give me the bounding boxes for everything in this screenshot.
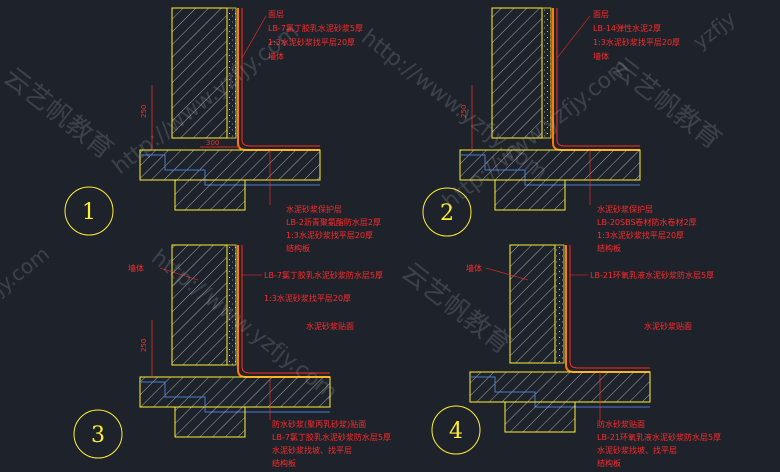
wall-finish-1 bbox=[226, 7, 237, 139]
membrane-2b bbox=[556, 8, 640, 147]
bottom-label-2-3: 结构板 bbox=[597, 243, 621, 253]
detail-3: 250 3 墙体 LB-7氯丁胶乳水泥砂浆防水层5厚 1:3水泥砂浆找平层20厚… bbox=[73, 244, 391, 468]
top-label-1-0: 面层 bbox=[268, 10, 284, 19]
leader-wall-4 bbox=[485, 267, 529, 281]
top-label-1-2: 1:3水泥砂浆找平层20厚 bbox=[268, 37, 355, 47]
bottom-label-3-3: 结构板 bbox=[272, 458, 296, 468]
membrane-4b bbox=[569, 245, 650, 369]
detail-4: 4 墙体 LB-21环氧乳液水泥砂浆防水层5厚 水泥砂浆贴面 防水砂浆贴面 LB… bbox=[431, 244, 721, 468]
leader-top-1 bbox=[241, 15, 267, 59]
detail-number-circle-2 bbox=[422, 187, 472, 237]
leader-wall-3 bbox=[159, 267, 199, 281]
membrane-1b bbox=[241, 8, 320, 147]
bottom-label-1-2: 1:3水泥砂浆找平层20厚 bbox=[286, 230, 373, 240]
bottom-label-1-1: LB-2沥青聚氨酯防水层2厚 bbox=[286, 217, 381, 227]
bottom-label-2-1: LB-20SBS卷材防水卷材2厚 bbox=[597, 217, 697, 227]
top-label-2-3: 墙体 bbox=[593, 51, 609, 61]
bottom-label-3-1: LB-7氯丁胶乳水泥砂浆防水层5厚 bbox=[272, 432, 391, 442]
bottom-label-4-2: 水泥砂浆找坡、找平层 bbox=[597, 445, 677, 455]
bottom-label-4-1: LB-21环氧乳液水泥砂浆防水层5厚 bbox=[597, 432, 721, 442]
structure-2 bbox=[494, 179, 566, 211]
bottom-label-1-3: 结构板 bbox=[286, 243, 310, 253]
detail-1: 250 300 1 面层 LB-7氯丁胶乳水泥砂浆5厚 1:3水泥砂浆找平层20… bbox=[64, 7, 381, 253]
detail-number-circle-4 bbox=[431, 405, 481, 455]
detail-number-circle-3 bbox=[73, 409, 123, 459]
slab-4 bbox=[469, 371, 651, 403]
bottom-label-2-2: 1:3水泥砂浆找平层20厚 bbox=[597, 230, 684, 240]
wall-finish-4 bbox=[554, 244, 565, 364]
top-label-4-0: 墙体 bbox=[466, 263, 482, 273]
bottom-label-4-3: 结构板 bbox=[597, 458, 621, 468]
structure-4 bbox=[504, 401, 576, 433]
membrane-3b bbox=[241, 245, 330, 374]
dim-vertical-2: 250 bbox=[460, 105, 468, 118]
leader-top-2 bbox=[556, 15, 591, 59]
top-label-2-1: LB-14弹性水泥2厚 bbox=[593, 23, 661, 33]
bottom-label-3-0: 防水砂浆(聚丙乳砂浆)贴面 bbox=[272, 419, 366, 429]
detail-number-4: 4 bbox=[449, 419, 463, 444]
detail-number-circle-1 bbox=[64, 186, 114, 236]
wall-2 bbox=[491, 7, 543, 139]
slab-3 bbox=[139, 376, 331, 408]
structure-3 bbox=[174, 406, 246, 438]
bottom-label-2-0: 水泥砂浆保护层 bbox=[597, 204, 653, 214]
dim-vertical-1: 250 bbox=[140, 105, 148, 118]
top-label-2-0: 面层 bbox=[593, 10, 609, 19]
structure-1 bbox=[174, 179, 246, 211]
top-label-3-3: 水泥砂浆贴面 bbox=[306, 321, 354, 331]
bottom-label-4-0: 防水砂浆贴面 bbox=[597, 419, 645, 429]
slab-1 bbox=[139, 149, 321, 181]
top-label-4-1: LB-21环氧乳液水泥砂浆防水层5厚 bbox=[590, 270, 714, 280]
wall-finish-2 bbox=[541, 7, 552, 139]
top-label-3-1: LB-7氯丁胶乳水泥砂浆防水层5厚 bbox=[264, 270, 383, 280]
bottom-label-1-0: 水泥砂浆保护层 bbox=[286, 204, 342, 214]
top-label-3-2: 1:3水泥砂浆找平层20厚 bbox=[264, 293, 351, 303]
detail-2: 250 2 面层 LB-14弹性水泥2厚 1:3水泥砂浆找平层20厚 墙体 水泥… bbox=[422, 7, 697, 253]
top-label-4-2: 水泥砂浆贴面 bbox=[644, 321, 692, 331]
detail-number-1: 1 bbox=[82, 200, 96, 225]
top-label-1-3: 墙体 bbox=[268, 51, 284, 61]
top-label-2-2: 1:3水泥砂浆找平层20厚 bbox=[593, 37, 680, 47]
top-label-1-1: LB-7氯丁胶乳水泥砂浆5厚 bbox=[268, 23, 363, 33]
top-label-3-0: 墙体 bbox=[128, 263, 144, 273]
wall-4 bbox=[509, 244, 556, 364]
dim-vertical-3: 250 bbox=[140, 339, 148, 352]
detail-number-2: 2 bbox=[440, 201, 454, 226]
wall-3 bbox=[171, 244, 228, 366]
wall-finish-3 bbox=[226, 244, 237, 366]
dim-horizontal-1: 300 bbox=[206, 139, 219, 147]
bottom-label-3-2: 水泥砂浆找坡、找平层 bbox=[272, 445, 352, 455]
detail-number-3: 3 bbox=[91, 423, 105, 448]
slab-2 bbox=[459, 149, 641, 181]
wall-1 bbox=[171, 7, 228, 139]
